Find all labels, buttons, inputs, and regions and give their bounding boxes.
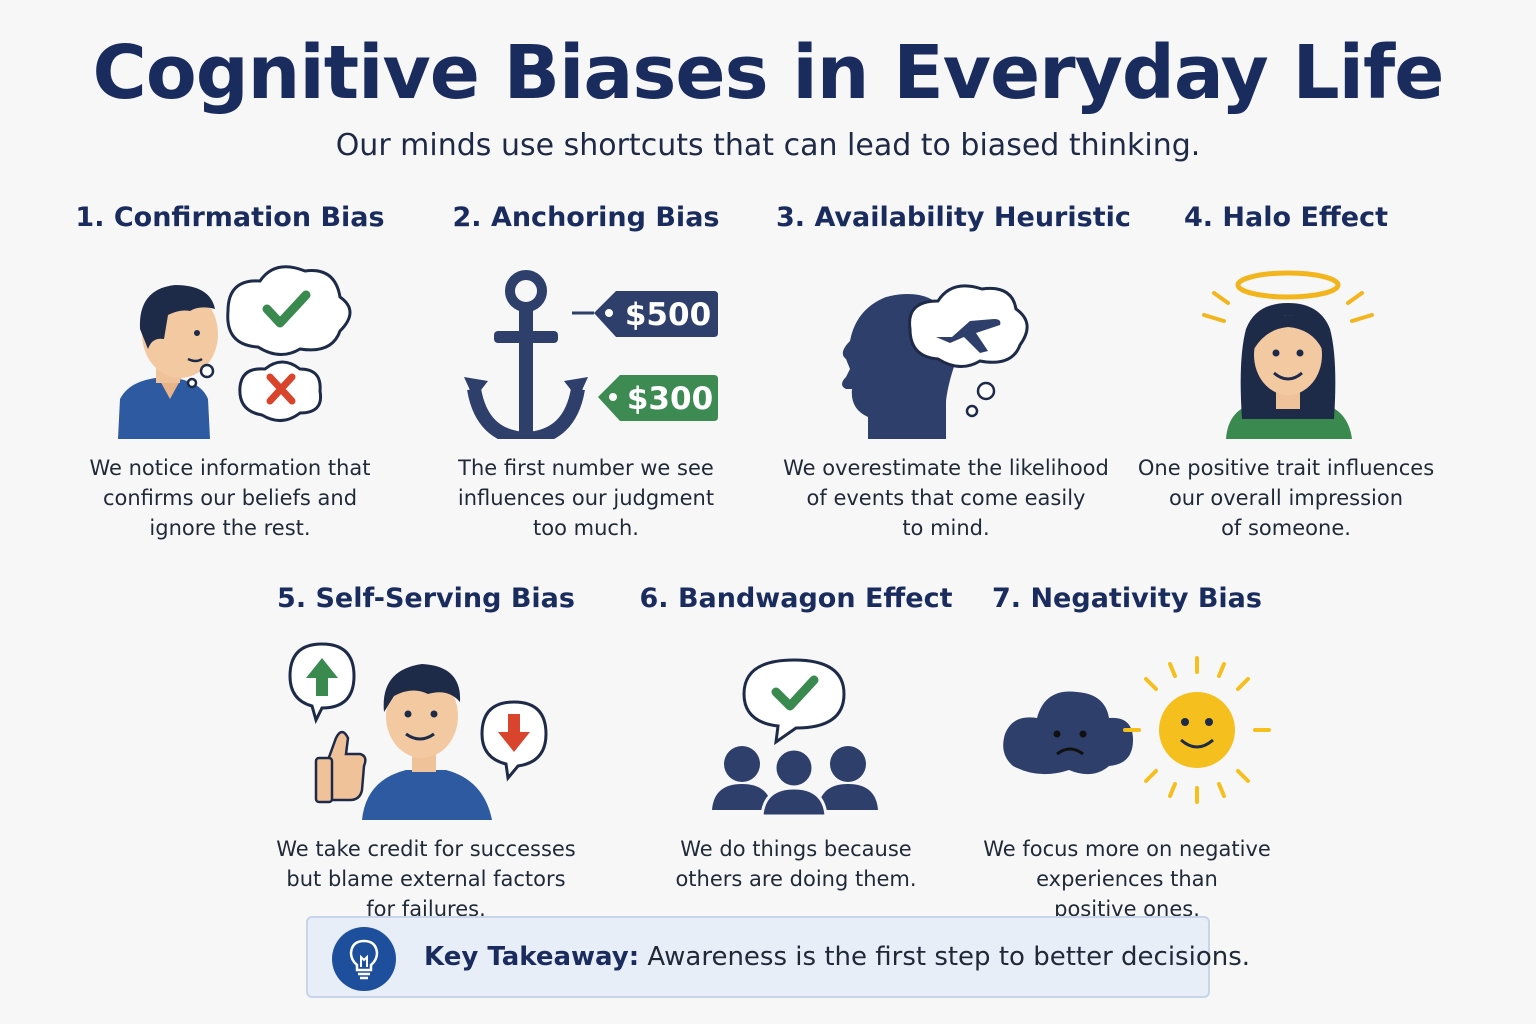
bias-card-halo: 4. Halo Effect One positive trait influe… xyxy=(1116,202,1456,543)
anchor-illustration: $500 $300 xyxy=(416,249,756,439)
price-tag-300: $300 xyxy=(626,381,714,417)
bias-card-self-serving: 5. Self-Serving Bias We take credit for … xyxy=(256,583,596,924)
desc-line: of events that come easily xyxy=(806,486,1086,510)
key-takeaway-box: Key Takeaway: Awareness is the first ste… xyxy=(306,916,1250,998)
desc-line: our overall impression xyxy=(1168,486,1404,510)
desc-line: too much. xyxy=(533,516,639,540)
bias-title: 3. Availability Heuristic xyxy=(776,202,1131,233)
desc-line: but blame external factors xyxy=(286,867,566,891)
takeaway-text: Key Takeaway: Awareness is the first ste… xyxy=(424,942,1250,972)
bias-description: We take credit for successes but blame e… xyxy=(256,834,596,924)
bias-description: We notice information that confirms our … xyxy=(60,453,400,543)
page-title: Cognitive Biases in Everyday Life xyxy=(92,30,1445,116)
desc-line: to mind. xyxy=(902,516,990,540)
desc-line: We notice information that xyxy=(89,456,371,480)
desc-line: We take credit for successes xyxy=(276,837,576,861)
cloud-sun-illustration xyxy=(957,630,1297,820)
desc-line: ignore the rest. xyxy=(149,516,311,540)
takeaway-label: Key Takeaway: xyxy=(424,942,640,972)
price-tag-500: $500 xyxy=(624,297,712,333)
page-subtitle: Our minds use shortcuts that can lead to… xyxy=(335,128,1201,163)
desc-line: The first number we see xyxy=(458,456,714,480)
desc-line: confirms our beliefs and xyxy=(102,486,358,510)
bias-title: 7. Negativity Bias xyxy=(992,583,1262,614)
bias-card-availability: 3. Availability Heuristic We overestimat… xyxy=(776,202,1131,543)
bias-title: 4. Halo Effect xyxy=(1183,202,1388,233)
bias-description: We focus more on negative experiences th… xyxy=(957,834,1297,924)
bias-description: One positive trait influences our overal… xyxy=(1116,453,1456,543)
desc-line: We overestimate the likelihood xyxy=(783,456,1109,480)
confirmation-illustration xyxy=(60,249,400,439)
desc-line: others are doing them. xyxy=(675,867,917,891)
takeaway-message: Awareness is the first step to better de… xyxy=(647,942,1251,972)
bias-card-negativity: 7. Negativity Bias xyxy=(957,583,1297,924)
bias-description: We overestimate the likelihood of events… xyxy=(776,453,1116,543)
bias-title: 2. Anchoring Bias xyxy=(452,202,720,233)
bias-card-confirmation: 1. Confirmation Bias We notice informati… xyxy=(60,202,400,543)
head-airplane-illustration xyxy=(776,249,1116,439)
desc-line: influences our judgment xyxy=(457,486,715,510)
desc-line: of someone. xyxy=(1221,516,1351,540)
bias-card-anchoring: 2. Anchoring Bias $500 $300 The first nu… xyxy=(416,202,756,543)
group-illustration xyxy=(626,630,966,820)
desc-line: We focus more on negative xyxy=(983,837,1271,861)
desc-line: experiences than xyxy=(1036,867,1218,891)
bias-card-bandwagon: 6. Bandwagon Effect We do things because… xyxy=(626,583,966,894)
thumbs-up-person-illustration xyxy=(256,630,596,820)
bias-title: 6. Bandwagon Effect xyxy=(639,583,953,614)
desc-line: One positive trait influences xyxy=(1137,456,1435,480)
bias-description: The first number we see influences our j… xyxy=(416,453,756,543)
bias-title: 5. Self-Serving Bias xyxy=(277,583,575,614)
bias-description: We do things because others are doing th… xyxy=(626,834,966,894)
lightbulb-icon xyxy=(332,927,396,991)
bias-title: 1. Confirmation Bias xyxy=(75,202,385,233)
desc-line: We do things because xyxy=(680,837,912,861)
halo-person-illustration xyxy=(1116,249,1456,439)
